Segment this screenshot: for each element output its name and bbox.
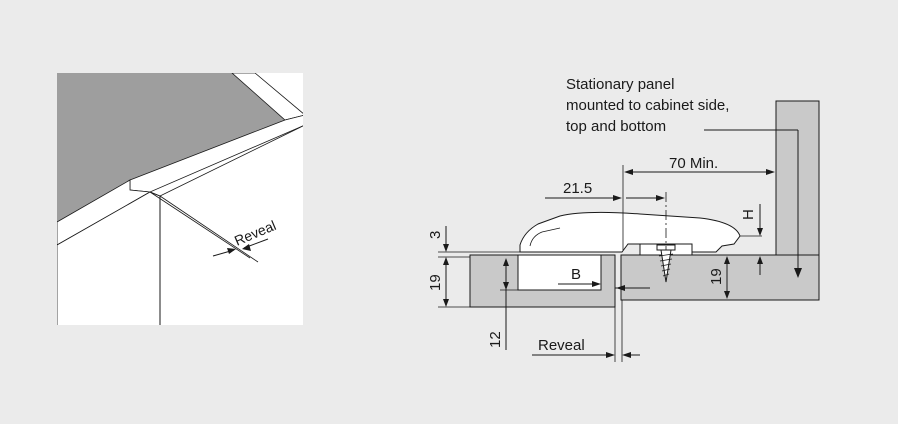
dimension-19-right: 19	[708, 268, 725, 285]
side-panel-edge	[57, 179, 152, 246]
cabinet-panel	[620, 254, 820, 301]
dimension-19-left: 19	[427, 274, 444, 291]
dimension-B: B	[571, 266, 581, 283]
dimension-3: 3	[427, 231, 444, 239]
stationary-panel-note-line-1: Stationary panel	[566, 76, 674, 93]
dimension-H: H	[740, 209, 757, 220]
stationary-panel-note-line-2: mounted to cabinet side,	[566, 97, 729, 114]
perspective-view: Reveal	[57, 73, 303, 325]
cabinet-top-surface	[57, 73, 285, 222]
dimension-21-5: 21.5	[563, 180, 592, 197]
dimension-70-min: 70 Min.	[669, 155, 718, 172]
hinge-cup-bore	[517, 254, 602, 291]
section-view: Stationary panel mounted to cabinet side…	[427, 76, 820, 362]
dimension-12: 12	[487, 331, 504, 348]
stationary-panel-note-line-3: top and bottom	[566, 118, 666, 135]
hinge-arm	[519, 211, 741, 253]
dimension-reveal: Reveal	[538, 337, 585, 354]
